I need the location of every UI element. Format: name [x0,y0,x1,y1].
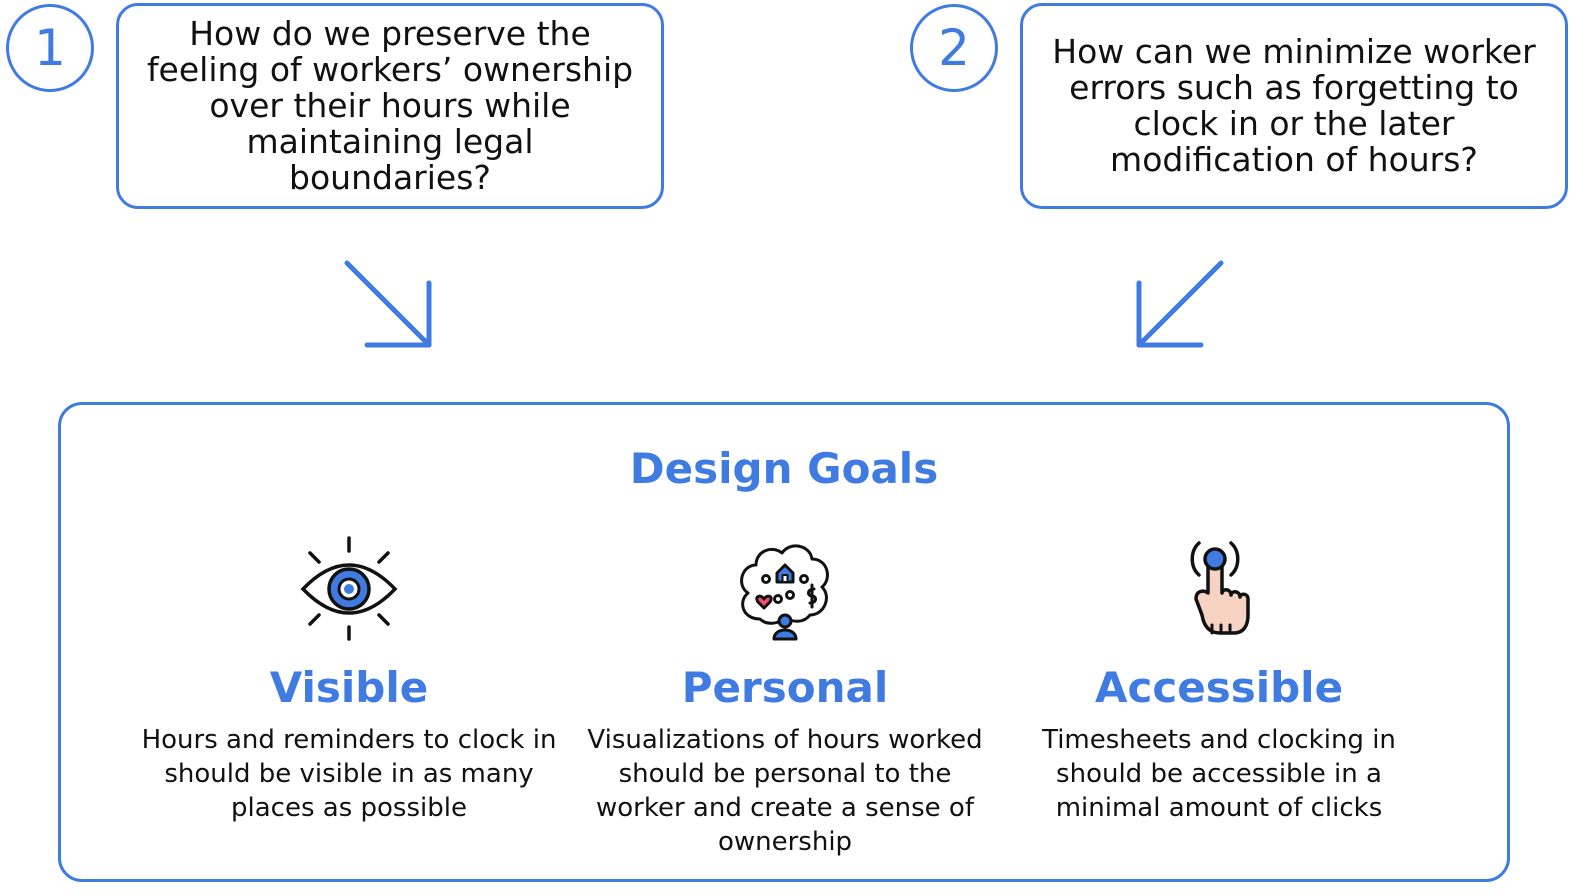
finger-tap-icon [1190,541,1250,635]
eye-icon [300,536,398,641]
goal-personal-description: Visualizations of hours worked should be… [587,725,983,857]
panel-title: Design Goals [629,444,939,493]
step-number-2: 2 [910,4,998,92]
goal-visible: Visible Hours and reminders to clock in … [139,535,559,825]
goal-visible-description: Hours and reminders to clock in should b… [141,725,557,823]
question-box-2: How can we minimize worker errors such a… [1020,3,1568,209]
step-number-2-label: 2 [938,19,970,77]
goal-visible-title: Visible [269,663,429,712]
goal-accessible: Accessible Timesheets and clocking in sh… [1009,535,1429,825]
goal-accessible-title: Accessible [1094,663,1344,712]
goal-personal: Personal Visualizations of hours worked … [575,535,995,859]
goal-accessible-description: Timesheets and clocking in should be acc… [1042,725,1396,823]
step-number-1: 1 [6,4,94,92]
question-box-1: How do we preserve the feeling of worker… [116,3,664,209]
arrow-down-right-icon [344,260,432,348]
question-2-text: How can we minimize worker errors such a… [1052,32,1536,179]
question-1-text: How do we preserve the feeling of worker… [146,14,634,197]
arrow-down-left-icon [1136,260,1224,348]
design-goals-panel: Design Goals Visible Hours and reminders… [58,402,1510,882]
goal-personal-title: Personal [681,663,889,712]
tree-person-icon [740,544,829,641]
step-number-1-label: 1 [34,19,66,77]
